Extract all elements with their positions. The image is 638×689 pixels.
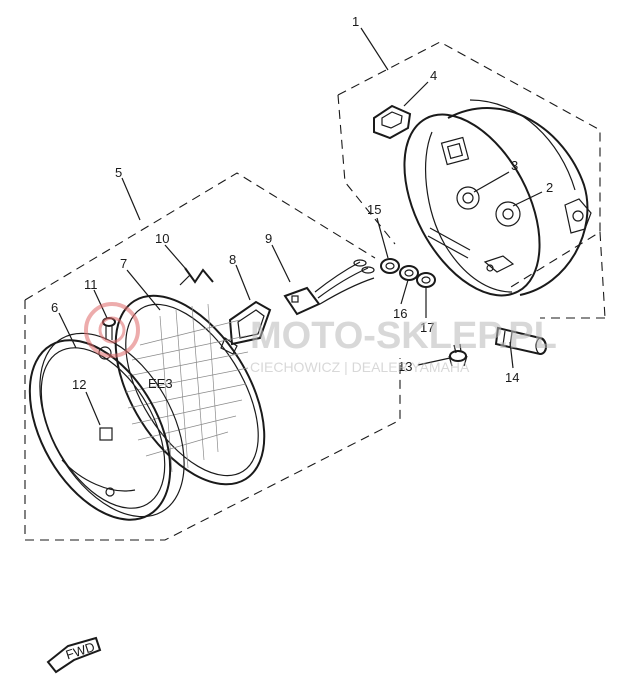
watermark-brand: MOTO-SKLEP.PL bbox=[250, 315, 557, 357]
callout-15: 15 bbox=[367, 202, 381, 217]
fwd-label: FWD bbox=[64, 639, 97, 662]
callout-1: 1 bbox=[352, 14, 359, 29]
callout-13: 13 bbox=[398, 359, 412, 374]
headlight-rim-part-6 bbox=[28, 332, 185, 521]
watermark-subtitle: CIECHOWICZ | DEALER YAMAHA bbox=[250, 359, 470, 375]
callout-14: 14 bbox=[505, 370, 519, 385]
washers-15-16-17 bbox=[380, 258, 436, 288]
group-box-headlight-unit bbox=[24, 172, 401, 541]
spring-clip-part-10 bbox=[179, 267, 214, 286]
fwd-arrow: FWD bbox=[46, 636, 102, 674]
callout-2: 2 bbox=[546, 180, 553, 195]
callout-10: 10 bbox=[155, 231, 169, 246]
callout-17: 17 bbox=[420, 320, 434, 335]
callout-9: 9 bbox=[265, 231, 272, 246]
callout-numbers: 1 2 3 4 5 6 7 8 9 10 11 12 13 14 15 16 1… bbox=[51, 14, 553, 392]
callout-11: 11 bbox=[84, 277, 98, 292]
callout-6: 6 bbox=[51, 300, 58, 315]
headlight-lens-part-7: ЕЕ3 bbox=[114, 294, 266, 486]
callout-4: 4 bbox=[430, 68, 437, 83]
callout-3: 3 bbox=[511, 158, 518, 173]
callout-16: 16 bbox=[393, 306, 407, 321]
bolt-part-14 bbox=[494, 326, 547, 356]
callout-5: 5 bbox=[115, 165, 122, 180]
grommet-part-4 bbox=[373, 104, 412, 140]
headlight-shell bbox=[403, 99, 592, 297]
bulb-part-8 bbox=[220, 300, 272, 355]
callout-7: 7 bbox=[120, 256, 127, 271]
leader-lines bbox=[58, 27, 543, 426]
callout-8: 8 bbox=[229, 252, 236, 267]
bulb-socket-part-9 bbox=[283, 259, 375, 316]
watermark-logo bbox=[84, 302, 140, 358]
watermark: MOTO-SKLEP.PL CIECHOWICZ | DEALER YAMAHA bbox=[84, 302, 557, 375]
callout-12: 12 bbox=[72, 377, 86, 392]
